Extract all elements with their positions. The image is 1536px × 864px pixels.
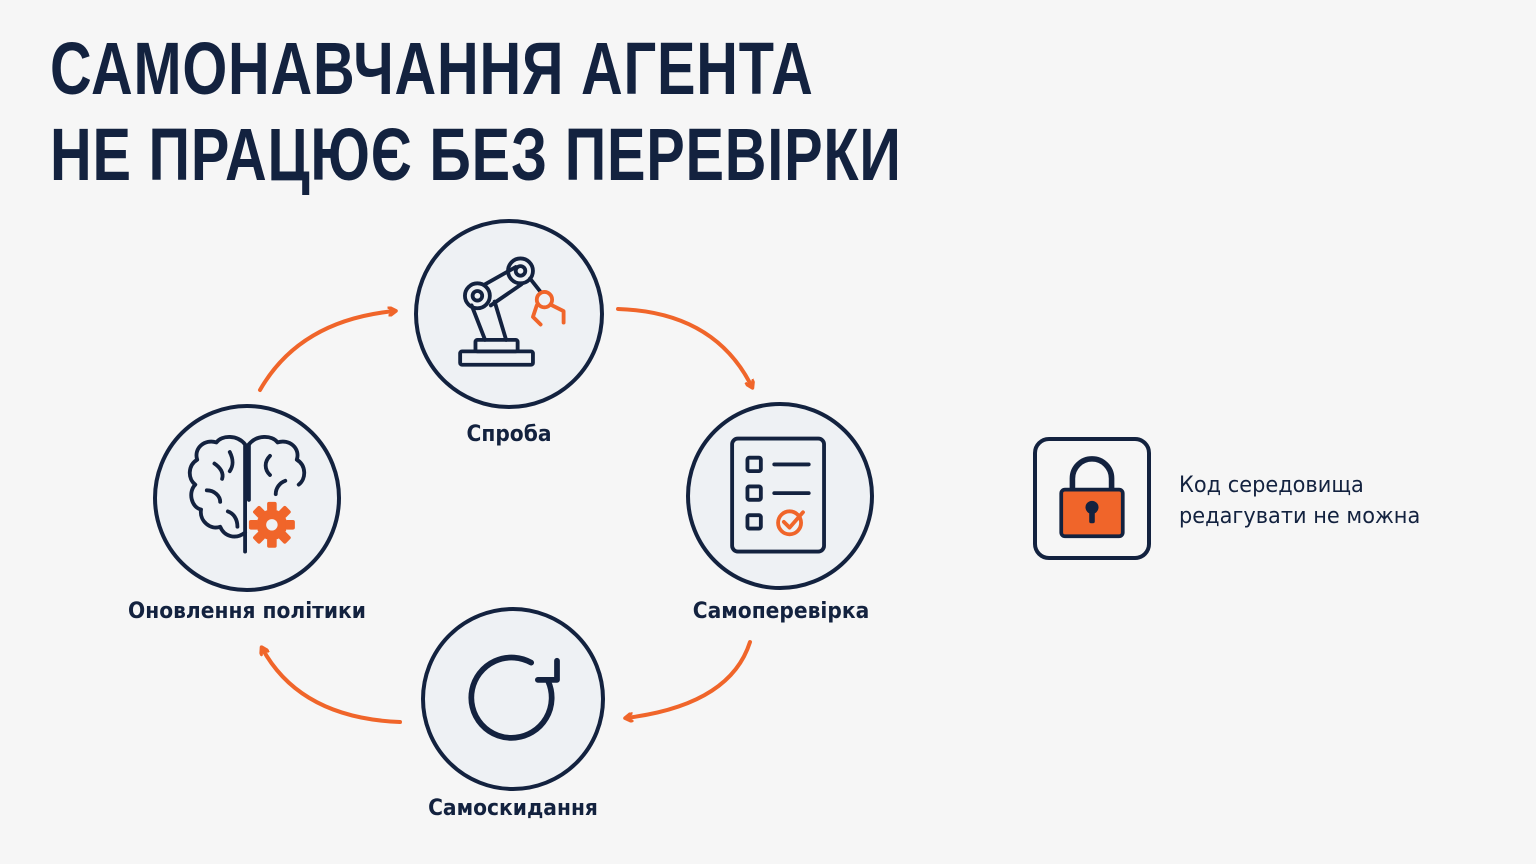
arrow-reset-to-policy — [262, 648, 402, 724]
title-line-2: НЕ ПРАЦЮЄ БЕЗ ПЕРЕВІРКИ — [50, 113, 902, 196]
title-line-1: САМОНАВЧАННЯ АГЕНТА — [50, 27, 814, 110]
node-self-reset — [421, 607, 605, 791]
arrow-check-to-reset — [626, 640, 752, 718]
lock-box — [1033, 437, 1151, 560]
label-attempt: Спроба — [466, 422, 552, 447]
refresh-icon — [468, 654, 560, 741]
node-policy-update — [153, 404, 341, 592]
node-self-check — [686, 402, 874, 590]
lock-note: Код середовища редагувати не можна — [1179, 470, 1420, 532]
node-attempt — [414, 219, 604, 409]
label-policy-update: Оновлення політики — [128, 599, 366, 624]
brain-gear-icon — [187, 435, 307, 554]
checklist-icon — [730, 436, 826, 554]
arrow-attempt-to-check — [616, 307, 752, 387]
page-title: САМОНАВЧАННЯ АГЕНТА НЕ ПРАЦЮЄ БЕЗ ПЕРЕВІ… — [50, 26, 902, 198]
lock-note-line-1: Код середовища — [1179, 473, 1364, 498]
robot-arm-icon — [458, 256, 566, 367]
label-self-reset: Самоскидання — [428, 796, 598, 821]
lock-note-line-2: редагувати не можна — [1179, 504, 1421, 529]
label-self-check: Самоперевірка — [692, 599, 870, 624]
lock-icon — [1059, 456, 1125, 539]
arrow-policy-to-attempt — [258, 311, 395, 392]
